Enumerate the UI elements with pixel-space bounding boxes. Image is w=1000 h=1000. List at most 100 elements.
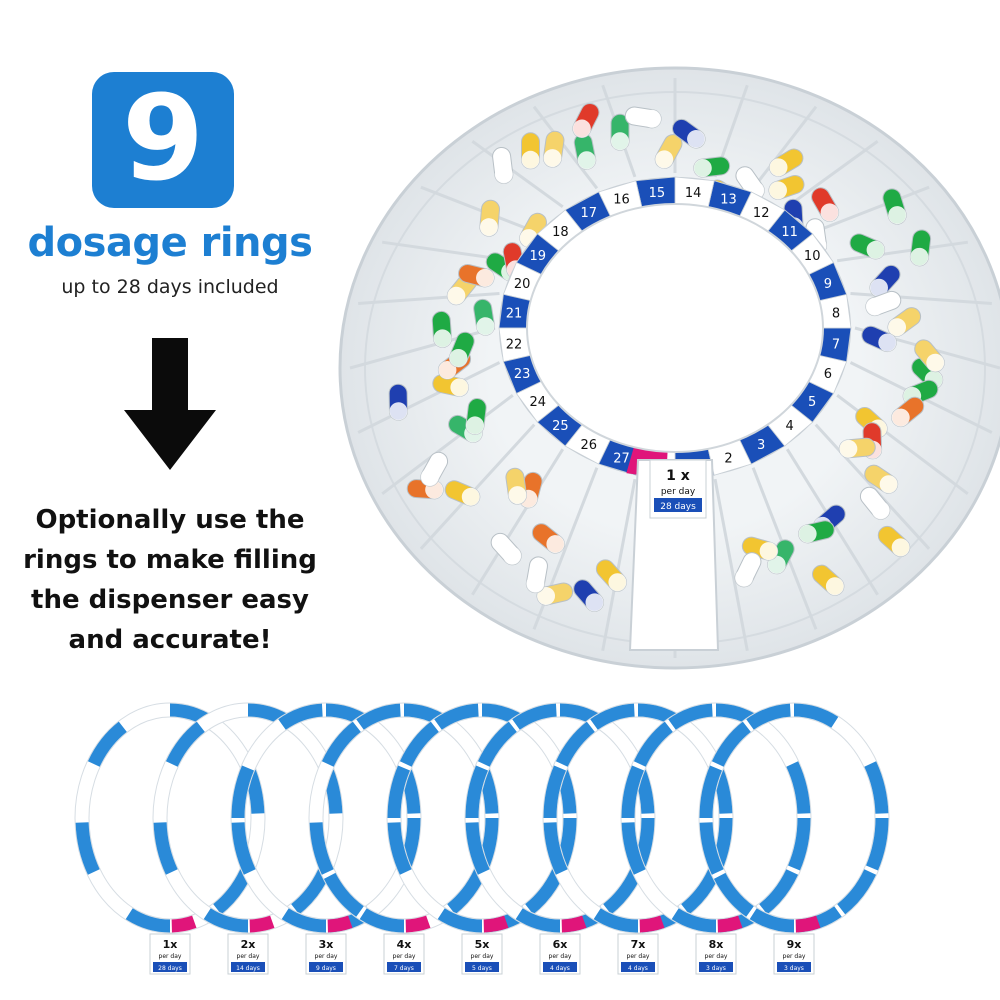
ring-start-marker (717, 915, 743, 933)
ring-day-label: 20 (514, 277, 531, 292)
ring-dose-segment (699, 765, 723, 819)
ring-day-label: 10 (804, 249, 821, 264)
pill (869, 264, 901, 298)
ring-day-label: 23 (514, 367, 531, 382)
pill (473, 298, 496, 336)
ring-dose-segment (543, 765, 567, 819)
ring-tag: 1 x per day 28 days (649, 459, 707, 519)
pill (572, 102, 600, 139)
pill (812, 564, 845, 596)
pill (388, 383, 408, 421)
ring-dose-segment (356, 703, 401, 730)
ring-tag-days: 4 days (628, 965, 648, 972)
ring-day-label: 24 (530, 395, 547, 410)
ring-dose-segment (668, 703, 713, 730)
ring-tag-count: 6x (553, 938, 568, 951)
ring-tag-days: 4 days (550, 965, 570, 972)
ring-dose-segment (213, 869, 253, 915)
ring-dose-segment (75, 822, 100, 875)
ring-dose-segment (621, 765, 645, 819)
ring-day-label: 19 (530, 249, 547, 264)
pill (693, 156, 731, 178)
dispenser-illustration: 1234567891011121314151617181920212223242… (338, 66, 1000, 670)
ring-dose-segment (87, 721, 127, 767)
pill (768, 148, 804, 177)
ring-dose-segment (671, 908, 717, 933)
ring-dose-segment (555, 721, 595, 767)
ring-day-label: 15 (649, 186, 666, 201)
instruction-line: and accurate! (68, 625, 272, 655)
ring-tag-count: 1 x (666, 468, 690, 484)
ring-tag-days: 3 days (706, 965, 726, 972)
pill (861, 325, 897, 353)
pill (573, 579, 605, 612)
pill (536, 582, 574, 606)
ring-dose-segment (278, 703, 323, 730)
ring-dose-segment (749, 908, 795, 933)
ring-day-label: 8 (832, 307, 840, 322)
ring-day-label: 26 (581, 438, 598, 453)
ring-tag-per: per day (705, 953, 728, 960)
pill (542, 130, 565, 168)
ring-tag-per: per day (783, 953, 806, 960)
ring-dose-segment (713, 872, 754, 917)
pill (877, 525, 911, 557)
ring-dose-segment (309, 822, 334, 875)
ring-tag-count: 7x (631, 938, 646, 951)
ring-tag-count: 2x (241, 938, 256, 951)
dosage-ring: 7x per day 4 days (542, 702, 734, 975)
ring-dose-segment (787, 817, 811, 871)
subline: up to 28 days included (61, 276, 279, 298)
instruction-line: Optionally use the (35, 505, 305, 535)
ring-dose-segment (203, 908, 249, 933)
ring-dose-segment (621, 822, 646, 875)
ring-start-marker (171, 915, 197, 933)
ring-dose-segment (231, 822, 256, 875)
ring-day-label: 25 (552, 419, 569, 434)
ring-tag-per: per day (393, 953, 416, 960)
ring-dose-segment (711, 721, 751, 767)
ring-day-label: 6 (824, 367, 832, 382)
pill (887, 307, 922, 337)
ring-start-marker (405, 915, 431, 933)
ring-dose-segment (633, 721, 673, 767)
down-arrow-icon (124, 338, 216, 470)
ring-dose-segment (231, 765, 255, 819)
pill (458, 264, 495, 288)
pill (610, 113, 630, 151)
ring-dose-segment (699, 822, 724, 875)
ring-dose-segment (793, 703, 839, 728)
pill (490, 532, 522, 566)
ring-dose-segment (543, 822, 568, 875)
ring-dose-segment (153, 822, 178, 875)
pill (864, 464, 899, 494)
ring-start-marker (795, 915, 821, 933)
ring-tag-count: 5x (475, 938, 490, 951)
pill (531, 523, 565, 554)
ring-dose-segment (434, 703, 479, 730)
ring-tag-days: 14 days (236, 965, 260, 972)
ring-day-label: 27 (613, 451, 630, 466)
ring-day-label: 18 (552, 225, 569, 240)
pill (595, 559, 627, 592)
ring-tag-per: per day (661, 487, 696, 497)
ring-start-marker (327, 915, 353, 933)
ring-dose-segment (321, 721, 361, 767)
ring-day-label: 14 (685, 186, 702, 201)
pill (865, 290, 902, 317)
ring-dose-segment (359, 908, 405, 933)
ring-dose-segment (512, 703, 557, 730)
ring-dose-segment (865, 817, 889, 871)
ring-day-label: 22 (506, 337, 523, 352)
pill (444, 480, 481, 507)
pill (811, 187, 840, 222)
ring-dose-segment (759, 869, 799, 915)
ring-dose-segment (387, 822, 412, 875)
ring-dose-segment (323, 872, 364, 917)
